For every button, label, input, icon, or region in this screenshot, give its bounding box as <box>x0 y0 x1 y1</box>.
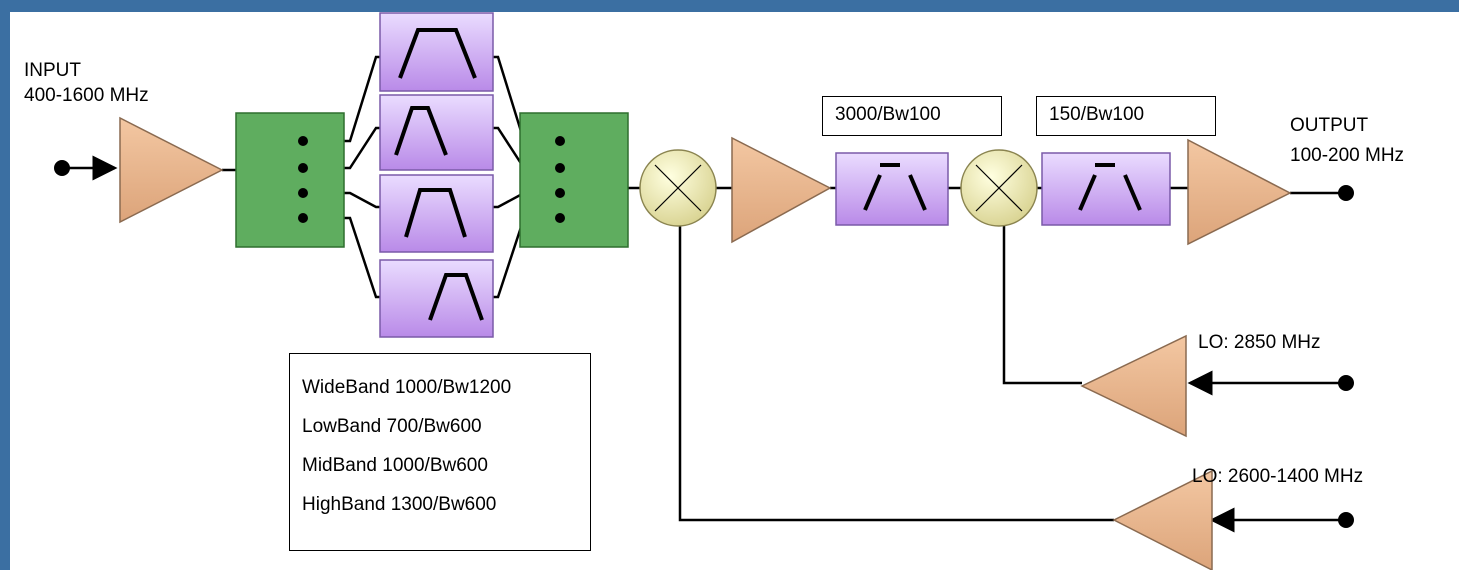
filter-highband[interactable] <box>379 259 494 338</box>
input-band-switch[interactable] <box>235 112 345 248</box>
output-band-switch[interactable] <box>519 112 629 248</box>
output-terminal[interactable] <box>1338 185 1354 201</box>
second-if-filter-label: 150/Bw100 <box>1036 96 1216 136</box>
output-amplifier[interactable] <box>1187 138 1292 246</box>
diagram-canvas <box>10 12 1459 570</box>
mixer-second[interactable] <box>960 149 1038 227</box>
filter-first-if[interactable] <box>835 152 949 226</box>
filter-lowband[interactable] <box>379 94 494 171</box>
input-terminal[interactable] <box>54 160 70 176</box>
bandpass-filters <box>379 12 1171 338</box>
band-row-lowband: LowBand 700/Bw600 <box>302 416 482 437</box>
lo1-label: LO: 2600-1400 MHz <box>1192 466 1364 487</box>
filter-second-if[interactable] <box>1041 152 1171 226</box>
lo2-label: LO: 2850 MHz <box>1198 332 1321 353</box>
lo2-terminal[interactable] <box>1338 375 1354 391</box>
band-row-wideband: WideBand 1000/Bw1200 <box>302 377 512 398</box>
filter-midband[interactable] <box>379 174 494 253</box>
filter-wideband[interactable] <box>379 12 494 92</box>
lo2-amplifier[interactable] <box>1080 334 1187 438</box>
lo1-amplifier[interactable] <box>1112 469 1213 570</box>
mixer-first[interactable] <box>639 149 717 227</box>
input-range: 400-1600 MHz <box>24 85 149 106</box>
mixers <box>639 149 1038 227</box>
input-amplifier[interactable] <box>119 116 224 224</box>
band-filter-table: WideBand 1000/Bw1200 LowBand 700/Bw600 M… <box>289 353 591 551</box>
amplifiers <box>119 116 1292 570</box>
band-row-midband: MidBand 1000/Bw600 <box>302 455 488 476</box>
lo1-terminal[interactable] <box>1338 512 1354 528</box>
output-range: 100-200 MHz <box>1290 145 1405 166</box>
first-if-filter-label: 3000/Bw100 <box>822 96 1002 136</box>
terminal-dots <box>54 160 1354 528</box>
if-amplifier[interactable] <box>731 136 832 244</box>
switches <box>235 112 629 248</box>
output-label: OUTPUT <box>1290 115 1369 136</box>
input-label: INPUT <box>24 60 81 81</box>
band-row-highband: HighBand 1300/Bw600 <box>302 494 497 515</box>
